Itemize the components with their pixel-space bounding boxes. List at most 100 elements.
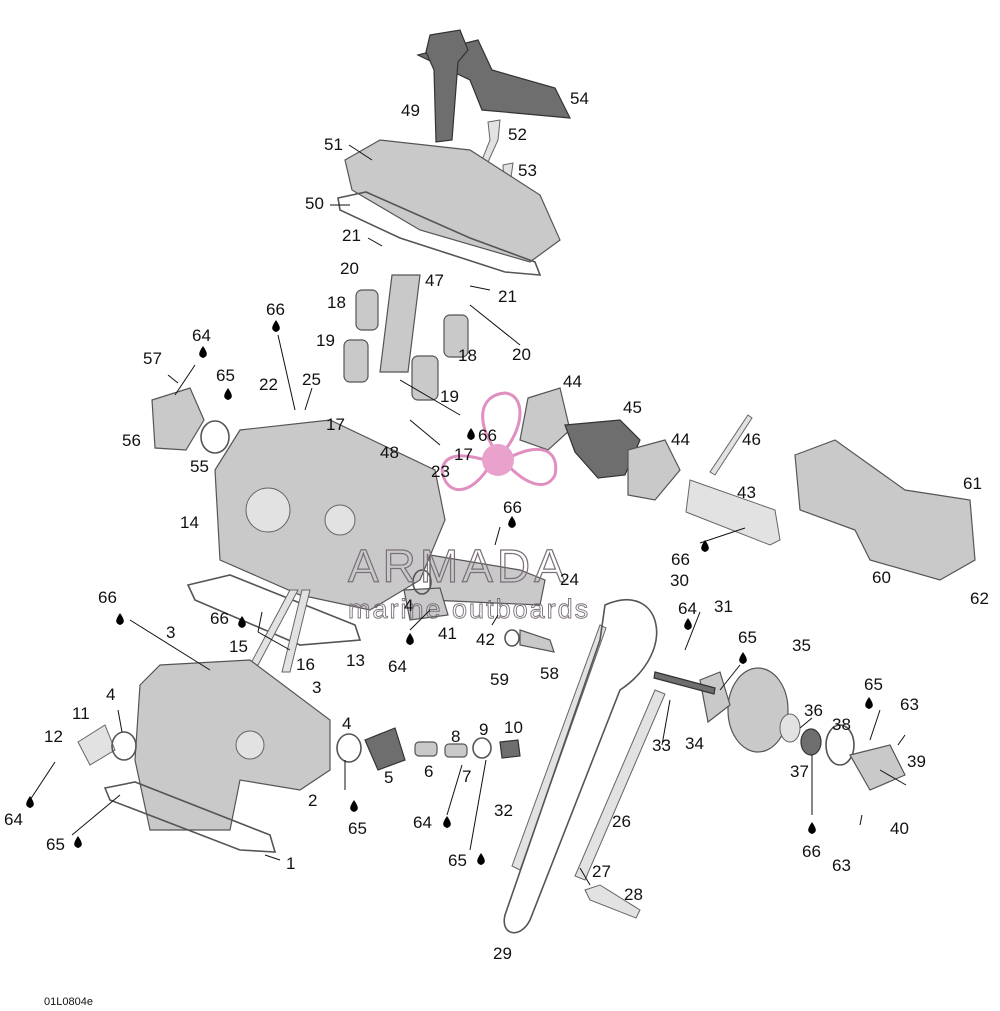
callout-63: 63 <box>900 695 919 714</box>
part-49-breather <box>425 29 469 143</box>
part-46-rod <box>709 414 753 476</box>
lubricant-drop-icon <box>701 540 709 552</box>
callout-65: 65 <box>216 366 235 385</box>
lubricant-drop-icon <box>272 320 280 332</box>
callout-5: 5 <box>384 768 393 787</box>
callout-9: 9 <box>479 720 488 739</box>
part-8-sleeve <box>444 743 468 758</box>
part-6-sleeve <box>414 741 438 757</box>
callout-12: 12 <box>44 727 63 746</box>
callout-64: 64 <box>678 599 697 618</box>
callout-11: 11 <box>72 704 90 723</box>
callout-1: 1 <box>286 854 295 873</box>
callout-34: 34 <box>685 734 704 753</box>
callout-29: 29 <box>493 944 512 963</box>
lubricant-drop-icon <box>116 613 124 625</box>
callout-65: 65 <box>448 851 467 870</box>
callout-17: 17 <box>326 415 345 434</box>
callout-23: 23 <box>431 462 450 481</box>
callout-51: 51 <box>324 135 343 154</box>
part-38-o-ring <box>825 724 855 766</box>
callout-65: 65 <box>348 819 367 838</box>
callout-18: 18 <box>458 346 477 365</box>
part-18-spring-b <box>443 314 469 358</box>
callout-30: 30 <box>670 571 689 590</box>
part-14-port-b <box>324 504 356 536</box>
callout-64: 64 <box>192 326 211 345</box>
callout-38: 38 <box>832 715 851 734</box>
part-50-cover-gasket <box>337 191 542 276</box>
callout-49: 49 <box>401 101 420 120</box>
part-19-spring-a <box>343 339 369 383</box>
watermark-tagline: marine outboards <box>348 594 590 624</box>
lubricant-drop-icon <box>684 618 692 630</box>
callout-43: 43 <box>737 483 756 502</box>
part-61-intake-manifold <box>794 439 976 581</box>
callout-40: 40 <box>890 819 909 838</box>
part-5-housing <box>364 727 406 771</box>
callout-50: 50 <box>305 194 324 213</box>
part-36-washer <box>779 713 801 743</box>
part-51-valve-cover <box>344 139 561 263</box>
callout-66: 66 <box>478 426 497 445</box>
callout-45: 45 <box>623 398 642 417</box>
part-41-sensor <box>403 587 449 621</box>
part-4-o-ring-a <box>412 569 432 595</box>
diagram-code: 01L0804e <box>44 996 93 1008</box>
callout-55: 55 <box>190 457 209 476</box>
part-35-rotor <box>727 667 789 753</box>
part-18-spring-a <box>355 289 379 331</box>
callout-35: 35 <box>792 636 811 655</box>
callout-33: 33 <box>652 736 671 755</box>
callout-44: 44 <box>671 430 690 449</box>
callout-21: 21 <box>342 226 361 245</box>
part-4-o-ring-b <box>111 731 137 761</box>
part-33-shaft <box>653 671 716 695</box>
callout-66: 66 <box>266 300 285 319</box>
callout-52: 52 <box>508 125 527 144</box>
callout-66: 66 <box>98 588 117 607</box>
callout-39: 39 <box>907 752 926 771</box>
callout-25: 25 <box>302 370 321 389</box>
callout-56: 56 <box>122 431 141 450</box>
callout-66: 66 <box>210 609 229 628</box>
part-29-timing-chain <box>503 598 658 934</box>
callout-3: 3 <box>312 678 321 697</box>
lubricant-drop-icon <box>865 697 873 709</box>
callout-66: 66 <box>503 498 522 517</box>
callout-47: 47 <box>425 271 444 290</box>
lubricant-drop-icon <box>739 652 747 664</box>
lubricant-drop-icon <box>224 388 232 400</box>
callout-28: 28 <box>624 885 643 904</box>
part-4-o-ring-c <box>336 733 362 763</box>
callout-19: 19 <box>440 387 459 406</box>
part-44-rocker-b <box>627 439 681 501</box>
callout-65: 65 <box>864 675 883 694</box>
part-52-bolt <box>481 119 501 163</box>
callout-17: 17 <box>454 445 473 464</box>
callout-37: 37 <box>790 762 809 781</box>
lubricant-drop-icon <box>508 516 516 528</box>
callout-44: 44 <box>563 372 582 391</box>
part-2-bore <box>235 730 265 760</box>
lubricant-drop-icon <box>74 836 82 848</box>
callout-64: 64 <box>413 813 432 832</box>
parts-artwork <box>77 29 976 934</box>
part-55-o-ring <box>200 420 230 454</box>
callout-46: 46 <box>742 430 761 449</box>
part-10-cap <box>499 739 521 759</box>
callout-64: 64 <box>4 810 23 829</box>
lubricant-drop-icon <box>199 346 207 358</box>
lubricant-drop-icon <box>467 428 475 440</box>
watermark: ARMADA marine outboards <box>347 391 590 624</box>
callout-66: 66 <box>802 842 821 861</box>
part-16-valve <box>281 589 311 673</box>
part-1-base-gasket <box>103 781 277 853</box>
part-34-plate <box>699 671 731 724</box>
watermark-brand: ARMADA <box>348 540 569 592</box>
callout-7: 7 <box>462 767 471 786</box>
callout-6: 6 <box>424 762 433 781</box>
callout-20: 20 <box>340 259 359 278</box>
callout-54: 54 <box>570 89 589 108</box>
lubricant-drop-icon <box>443 816 451 828</box>
